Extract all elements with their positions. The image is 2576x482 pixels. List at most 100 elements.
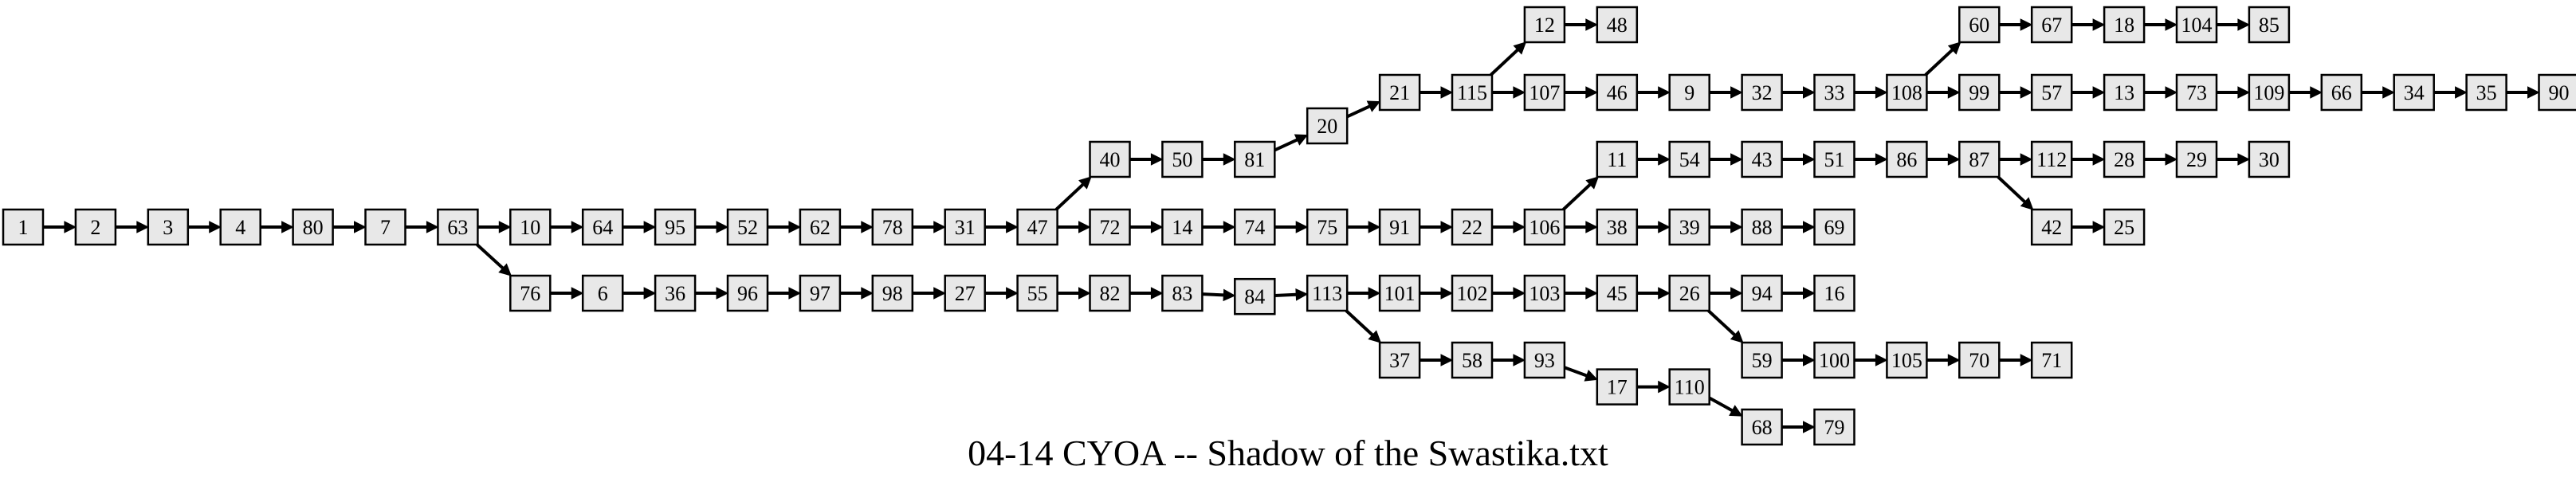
node-90: 90 — [2538, 73, 2576, 112]
edge-105-to-70 — [1926, 354, 1961, 366]
node-box — [1016, 208, 1058, 246]
node-box — [1596, 274, 1639, 312]
node-label: 25 — [2114, 216, 2134, 239]
node-115: 115 — [1451, 73, 1494, 112]
node-label: 100 — [1819, 349, 1850, 372]
node-label: 109 — [2253, 81, 2284, 104]
edge-37-to-58 — [1420, 354, 1454, 366]
arrowhead — [354, 221, 367, 233]
node-label: 73 — [2186, 81, 2207, 104]
edge-109-to-66 — [2288, 86, 2323, 99]
edge-line — [1274, 292, 1297, 298]
node-80: 80 — [292, 208, 334, 246]
edge-91-to-22 — [1420, 221, 1454, 233]
node-48: 48 — [1596, 6, 1639, 44]
node-label: 14 — [1172, 216, 1192, 239]
edge-line — [1274, 138, 1298, 152]
node-66: 66 — [2320, 73, 2363, 112]
edge-27-to-55 — [984, 287, 1019, 300]
node-box — [2103, 73, 2146, 112]
arrowhead — [1368, 287, 1381, 300]
node-label: 1 — [18, 216, 29, 239]
node-78: 78 — [871, 208, 914, 246]
node-box — [1016, 274, 1058, 312]
node-75: 75 — [1306, 208, 1349, 246]
edge-51-to-86 — [1854, 153, 1888, 166]
node-label: 60 — [1969, 14, 1989, 37]
node-box — [1523, 208, 1566, 246]
node-108: 108 — [1886, 73, 1928, 112]
node-box — [2103, 6, 2146, 44]
edge-10-to-64 — [550, 221, 584, 233]
node-label: 88 — [1752, 216, 1773, 239]
edge-84-to-113 — [1274, 288, 1309, 301]
node-74: 74 — [1234, 208, 1276, 246]
node-label: 20 — [1317, 115, 1337, 138]
edge-45-to-26 — [1636, 287, 1671, 300]
node-box — [1089, 140, 1131, 178]
node-box — [1451, 341, 1494, 379]
node-43: 43 — [1741, 140, 1783, 178]
edge-20-to-21 — [1346, 100, 1381, 119]
node-4: 4 — [219, 208, 261, 246]
node-label: 27 — [955, 282, 976, 305]
node-label: 86 — [1896, 148, 1917, 171]
edge-115-to-107 — [1492, 86, 1526, 99]
node-67: 67 — [2030, 6, 2073, 44]
edge-39-to-88 — [1709, 221, 1743, 233]
node-box — [2248, 6, 2291, 44]
edge-9-to-32 — [1709, 86, 1743, 99]
node-62: 62 — [799, 208, 842, 246]
node-label: 66 — [2331, 81, 2352, 104]
node-label: 69 — [1824, 216, 1845, 239]
edge-28-to-29 — [2144, 153, 2178, 166]
arrowhead — [64, 221, 77, 233]
node-33: 33 — [1813, 73, 1855, 112]
edge-4-to-80 — [260, 221, 294, 233]
arrowhead — [2165, 153, 2178, 166]
edge-50-to-81 — [1202, 153, 1236, 166]
node-box — [2175, 73, 2218, 112]
arrowhead — [1295, 288, 1309, 301]
edge-108-to-60 — [1924, 41, 1961, 76]
node-label: 37 — [1389, 349, 1410, 372]
edge-line — [1562, 183, 1592, 211]
node-label: 38 — [1607, 216, 1628, 239]
node-box — [364, 208, 406, 246]
node-113: 113 — [1306, 274, 1349, 312]
node-box — [509, 274, 552, 312]
node-label: 18 — [2114, 14, 2134, 37]
edge-line — [1054, 183, 1085, 211]
edge-73-to-109 — [2217, 86, 2251, 99]
node-30: 30 — [2248, 140, 2291, 178]
edge-80-to-7 — [332, 221, 367, 233]
arrowhead — [1803, 86, 1816, 99]
node-label: 43 — [1752, 148, 1773, 171]
node-13: 13 — [2103, 73, 2146, 112]
arrowhead — [1875, 153, 1888, 166]
edge-47-to-40 — [1054, 176, 1092, 211]
node-label: 104 — [2181, 14, 2213, 37]
node-label: 79 — [1824, 416, 1845, 439]
arrowhead — [1585, 287, 1598, 300]
node-label: 50 — [1172, 148, 1192, 171]
node-57: 57 — [2030, 73, 2073, 112]
arrowhead — [1730, 221, 1743, 233]
node-22: 22 — [1451, 208, 1494, 246]
arrowhead — [1585, 18, 1598, 31]
node-label: 13 — [2114, 81, 2134, 104]
edge-99-to-57 — [1999, 86, 2033, 99]
edge-101-to-102 — [1420, 287, 1454, 300]
node-label: 75 — [1317, 216, 1337, 239]
edge-34-to-35 — [2433, 86, 2468, 99]
node-86: 86 — [1886, 140, 1928, 178]
edge-59-to-100 — [1781, 354, 1816, 366]
arrowhead — [1440, 221, 1454, 233]
arrowhead — [1658, 86, 1671, 99]
node-label: 12 — [1534, 14, 1555, 37]
arrowhead — [1366, 100, 1381, 112]
node-box — [1668, 274, 1710, 312]
node-20: 20 — [1306, 107, 1349, 145]
node-box — [1378, 274, 1421, 312]
